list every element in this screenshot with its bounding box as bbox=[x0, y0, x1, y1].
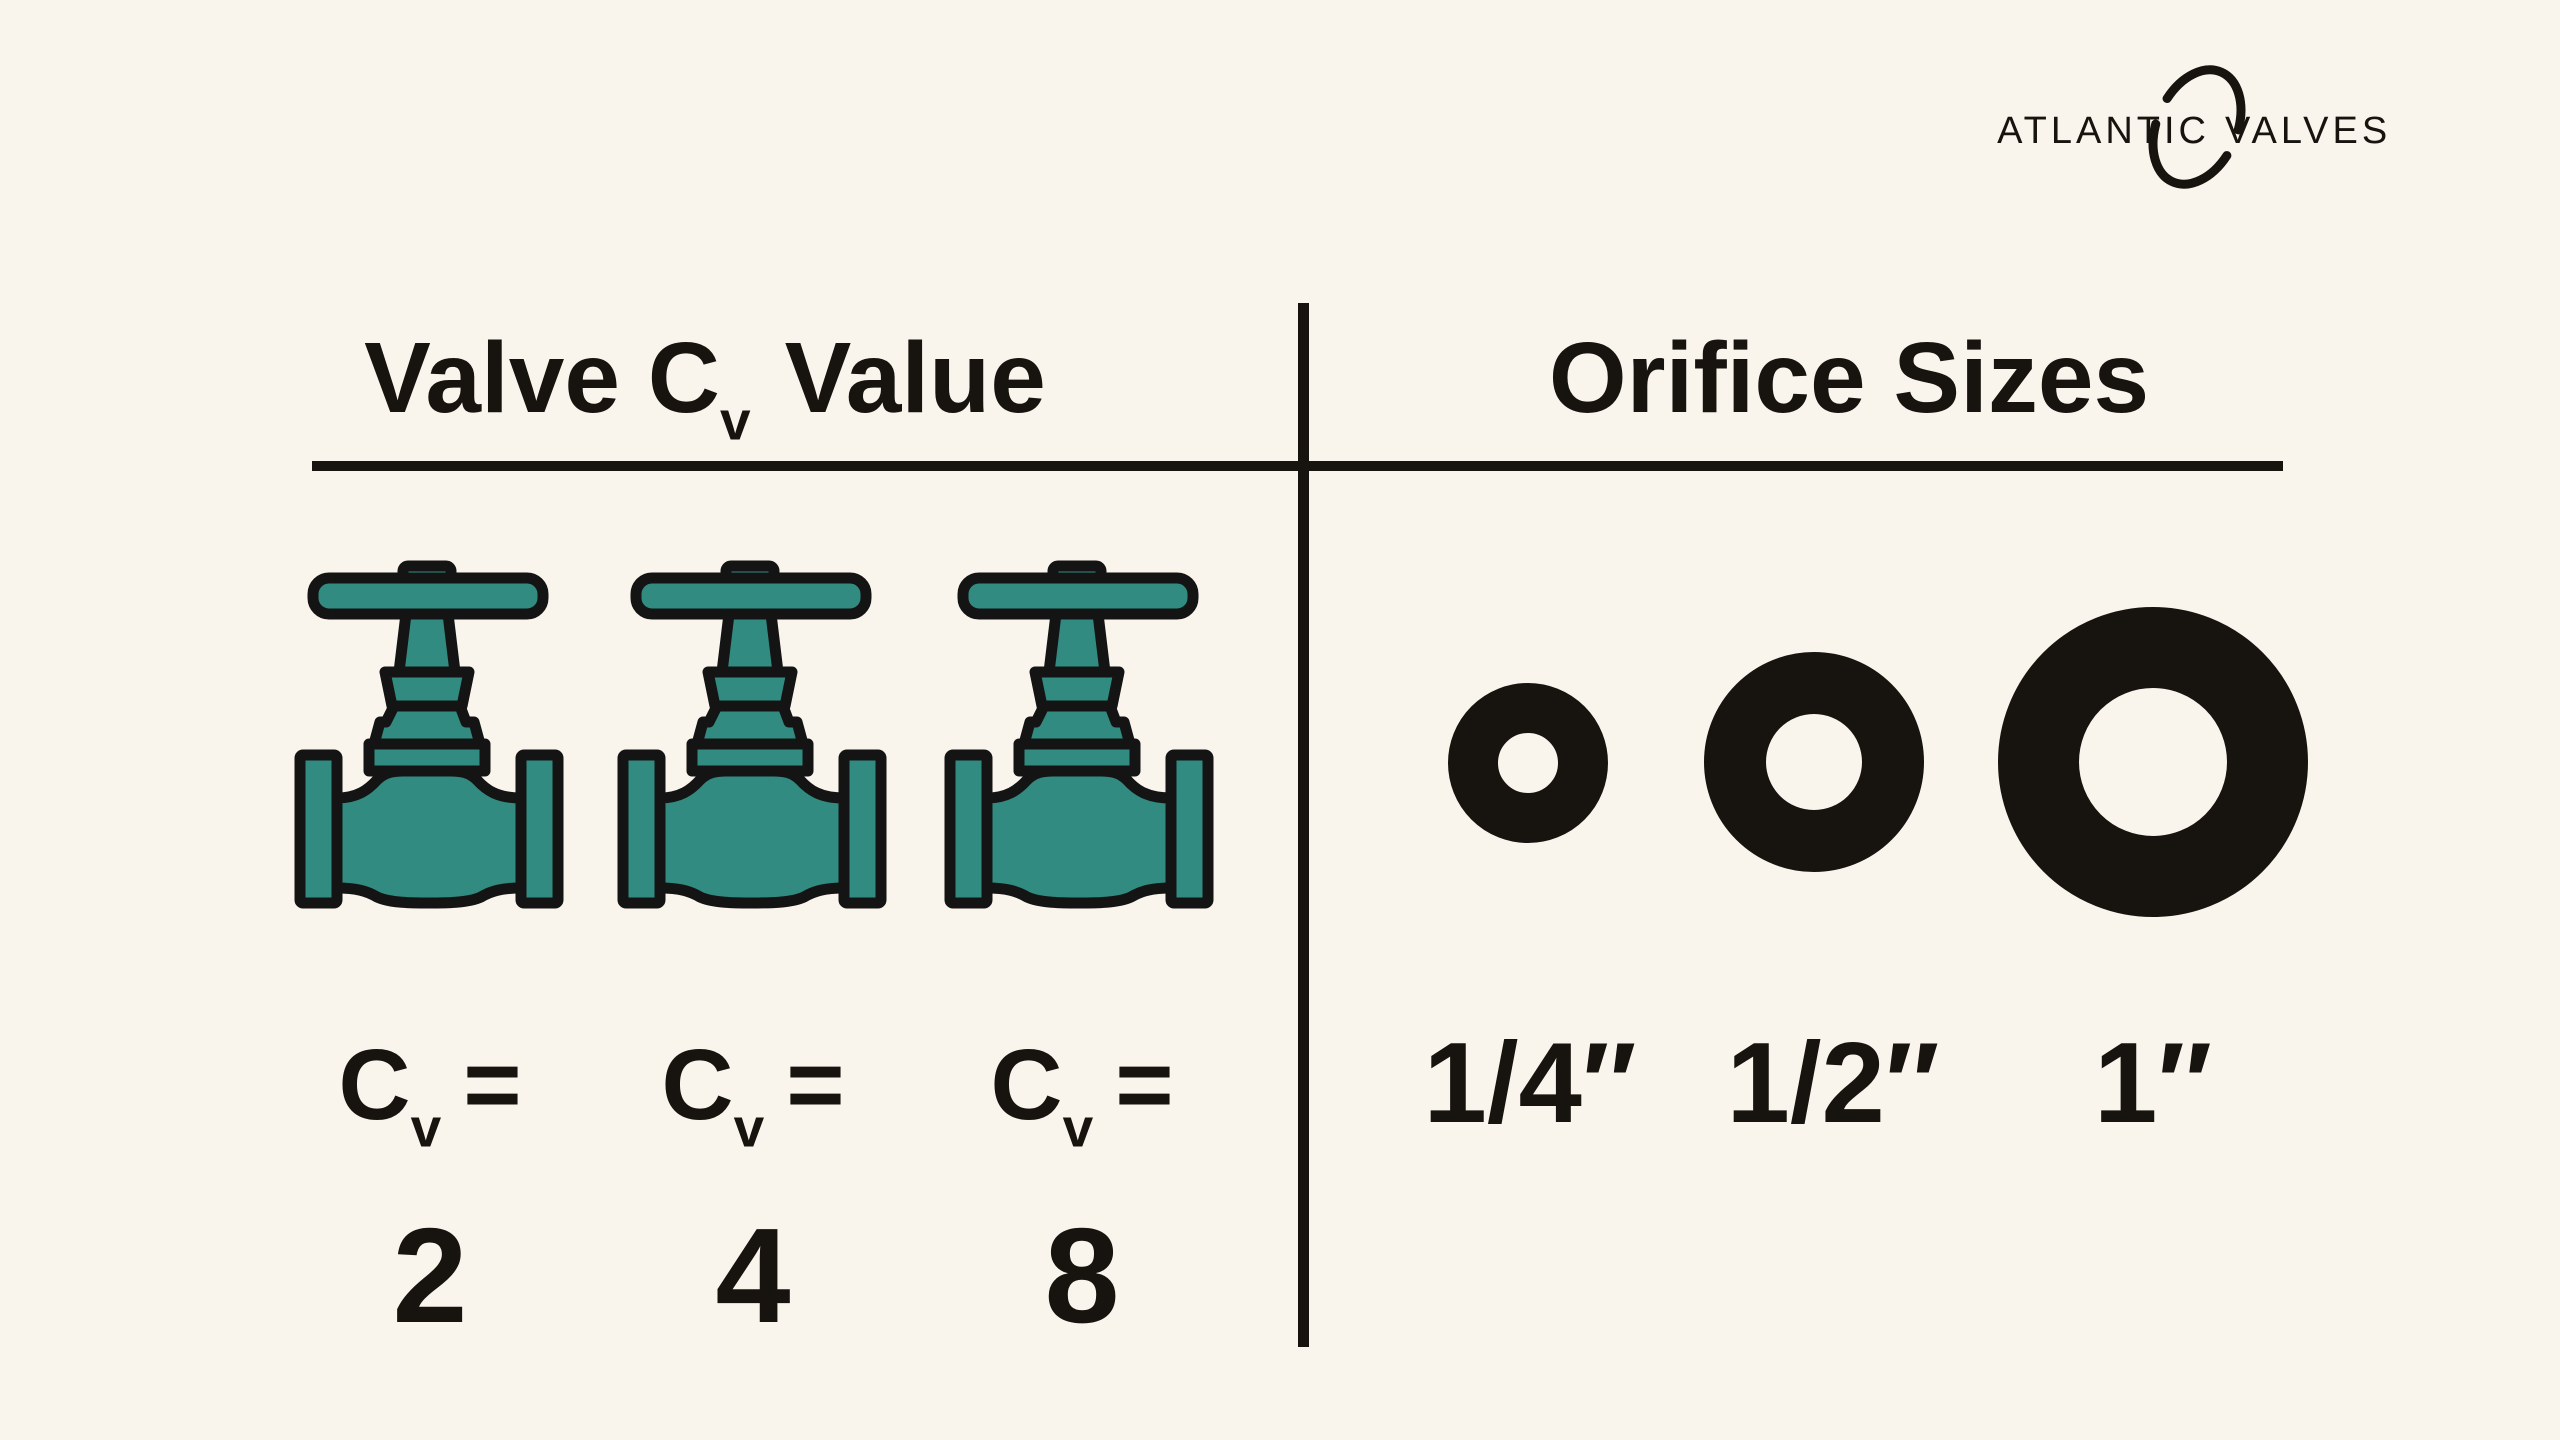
globe-valve-icon-cv8 bbox=[943, 558, 1215, 910]
orifice-size-label-1: 1/4″ bbox=[1423, 1020, 1637, 1147]
cv-equation: Cv= bbox=[338, 1035, 521, 1178]
cv-subscript: v bbox=[410, 1096, 442, 1159]
globe-valve-icon-cv4 bbox=[616, 558, 888, 910]
cv-value: 4 bbox=[715, 1199, 791, 1351]
logo-swoosh-icon bbox=[2148, 65, 2246, 189]
cv-label-3: Cv= 8 bbox=[990, 1035, 1173, 1343]
cv-equation: Cv= bbox=[661, 1035, 844, 1178]
cv-subscript: v bbox=[1062, 1096, 1094, 1159]
column-divider bbox=[1298, 303, 1309, 1347]
cv-equation: Cv= bbox=[990, 1035, 1173, 1178]
cv-symbol: C bbox=[990, 1029, 1063, 1141]
cv-symbol: C bbox=[338, 1029, 411, 1141]
brand-logo: ATLANTIC VALVES bbox=[1997, 65, 2391, 189]
orifice-ring-one-inch-icon bbox=[1998, 607, 2308, 917]
brand-name-right: VALVES bbox=[2225, 110, 2391, 152]
equals-sign: = bbox=[786, 1029, 845, 1141]
cv-value: 2 bbox=[392, 1199, 468, 1351]
cv-symbol: C bbox=[661, 1029, 734, 1141]
cv-label-1: Cv= 2 bbox=[338, 1035, 521, 1343]
cv-value: 8 bbox=[1044, 1199, 1120, 1351]
orifice-ring-half-inch-icon bbox=[1704, 652, 1924, 872]
equals-sign: = bbox=[463, 1029, 522, 1141]
orifice-column-header: Orifice Sizes bbox=[1548, 322, 2150, 434]
header-underline bbox=[312, 461, 2283, 471]
cv-label-2: Cv= 4 bbox=[661, 1035, 844, 1343]
equals-sign: = bbox=[1115, 1029, 1174, 1141]
cv-subscript: v bbox=[719, 389, 751, 452]
orifice-ring-quarter-inch-icon bbox=[1448, 683, 1608, 843]
orifice-size-label-3: 1″ bbox=[2093, 1020, 2213, 1147]
header-text: Valve C bbox=[364, 322, 720, 434]
orifice-size-label-2: 1/2″ bbox=[1726, 1020, 1940, 1147]
cv-subscript: v bbox=[733, 1096, 765, 1159]
globe-valve-icon-cv2 bbox=[293, 558, 565, 910]
header-text: Value bbox=[784, 322, 1046, 434]
brand-name-left: ATLANTIC bbox=[1997, 110, 2210, 152]
